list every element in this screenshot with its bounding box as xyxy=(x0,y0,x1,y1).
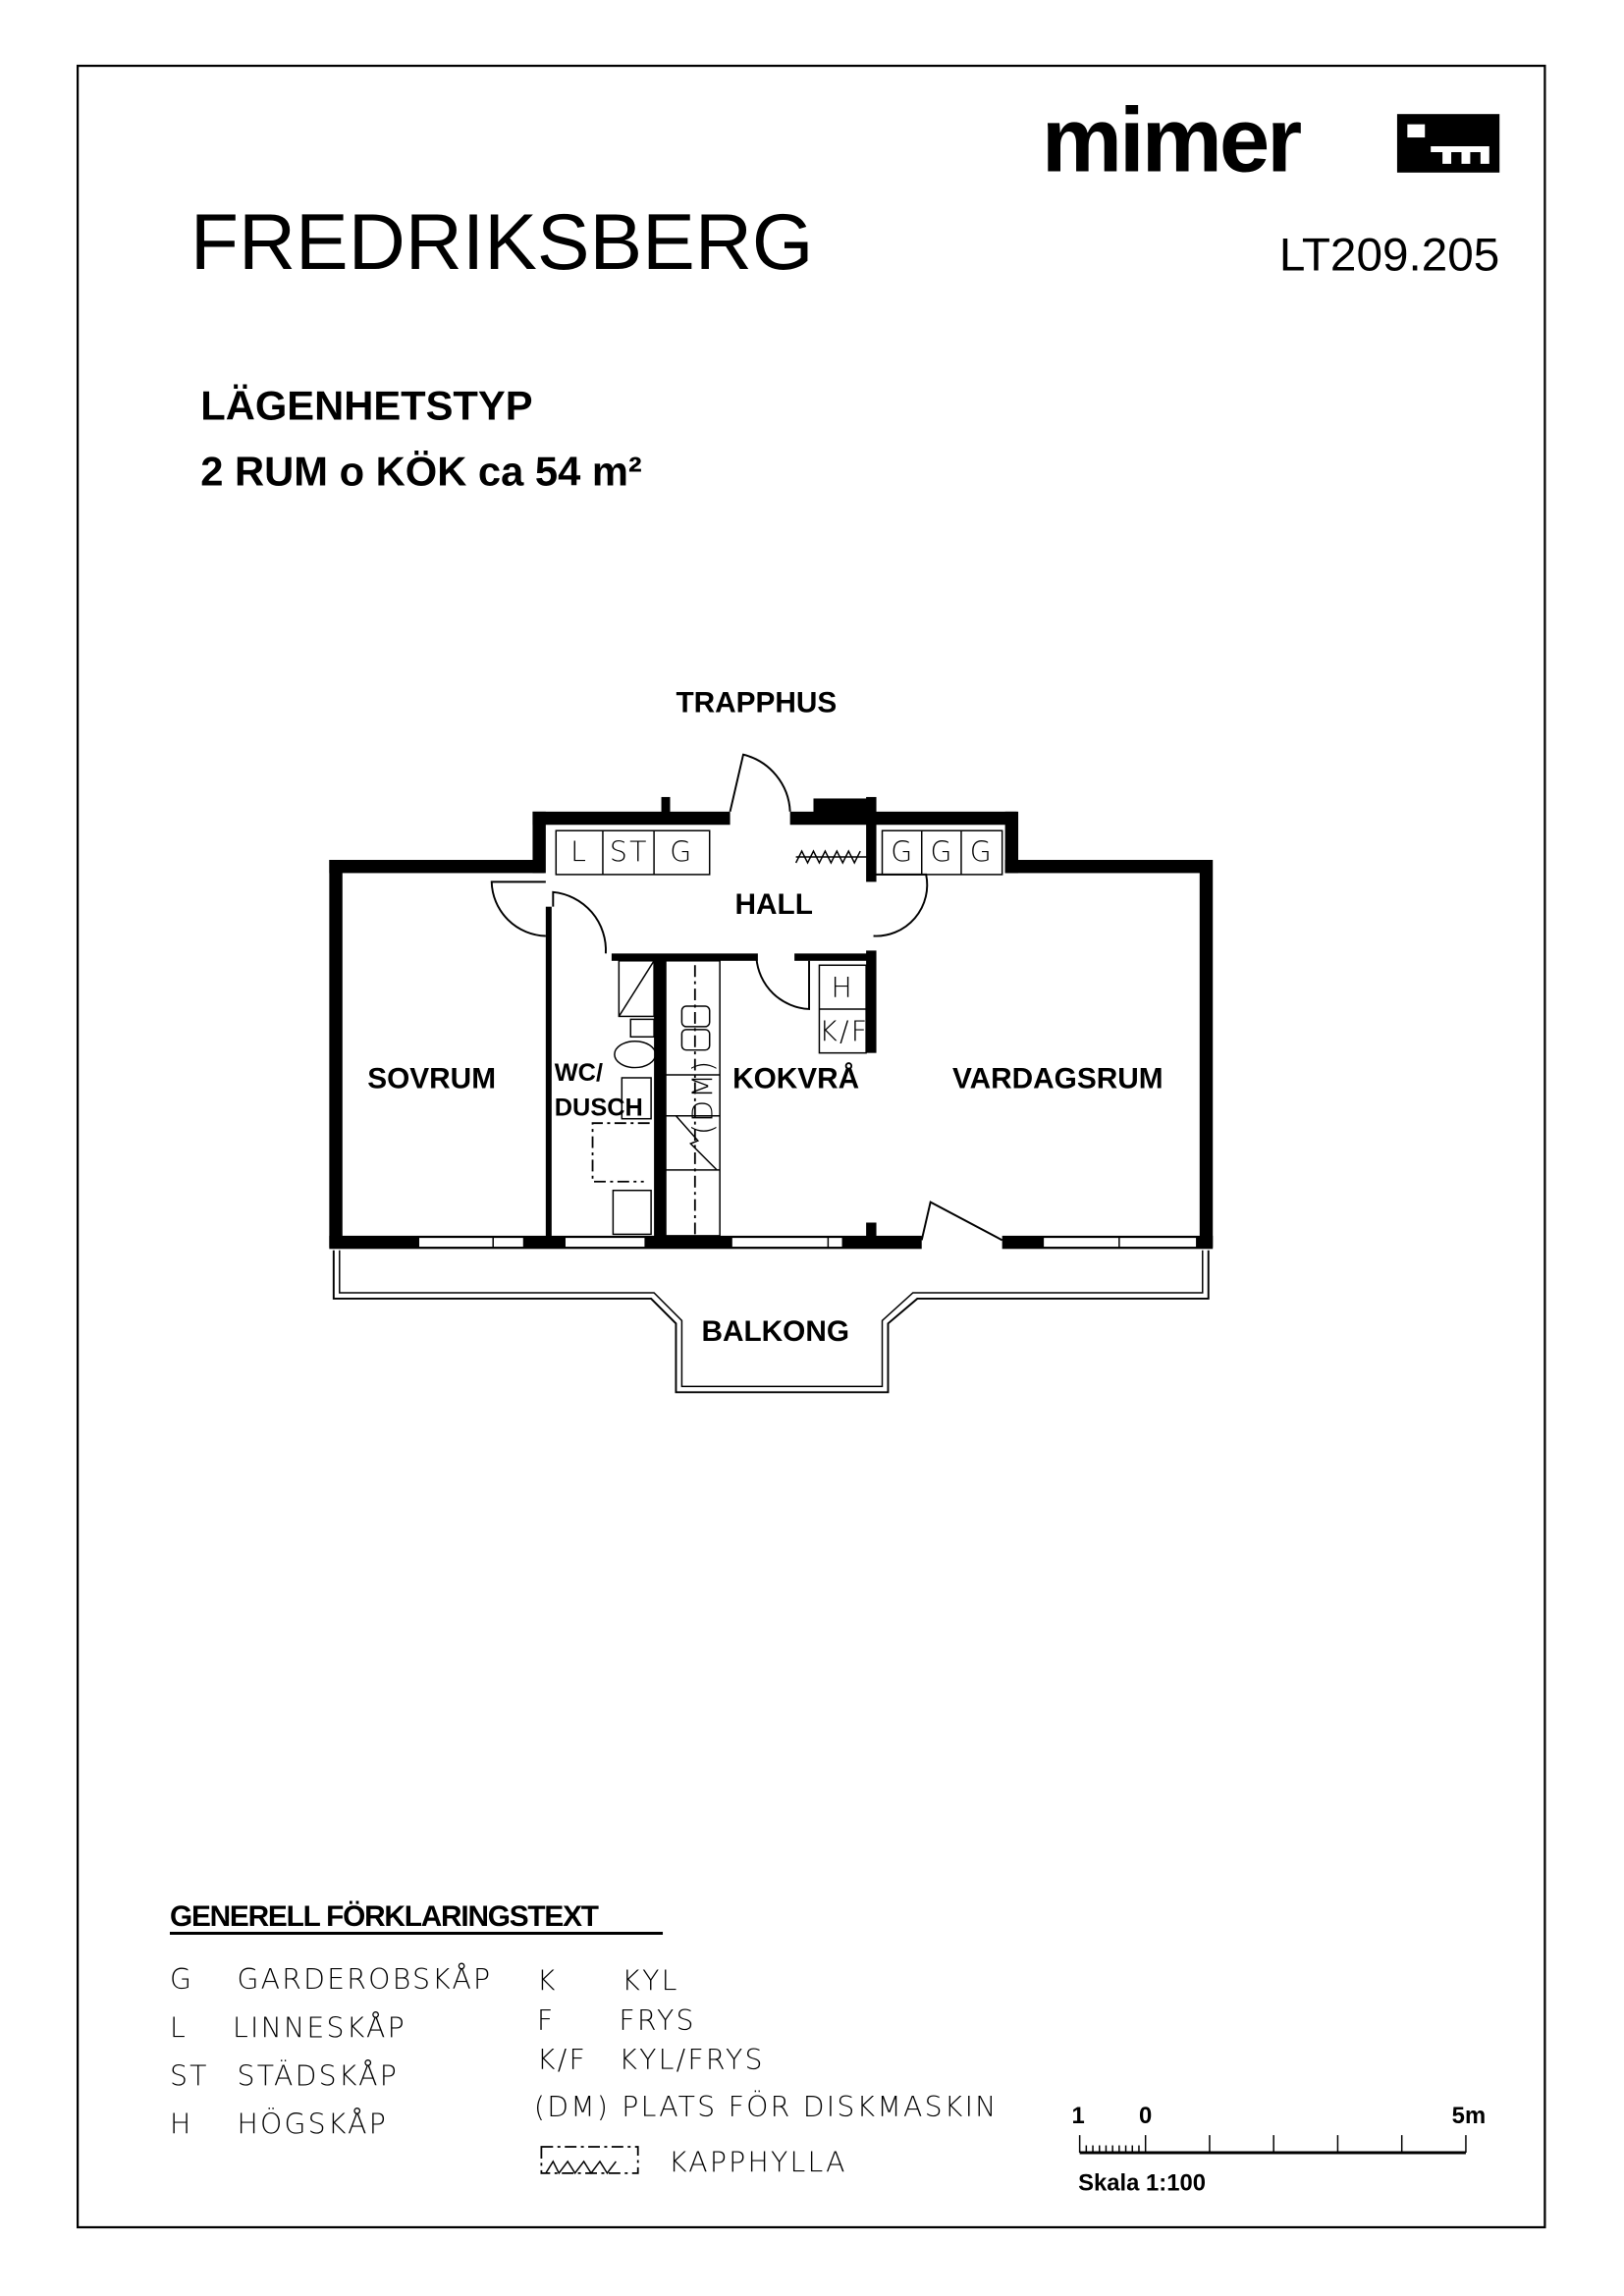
legend-code: F xyxy=(537,2004,556,2037)
kitchen-door-swing xyxy=(755,957,810,1010)
legend-text: KAPPHYLLA xyxy=(669,2146,847,2178)
scale-ticks xyxy=(1078,2135,1467,2153)
legend-code: K/F xyxy=(537,2044,587,2076)
legend-text: FRYS xyxy=(619,2004,695,2037)
living-door-swing xyxy=(873,873,929,937)
cabinet-label: H xyxy=(832,972,855,1004)
legend-code: H xyxy=(170,2109,193,2141)
balcony-outline xyxy=(332,1250,1210,1394)
entrance-door-swing xyxy=(729,753,791,813)
area-name: FREDRIKSBERG xyxy=(190,198,814,287)
cabinet-label: G xyxy=(891,835,914,868)
scale-label: 1 xyxy=(1072,2103,1085,2129)
scale-caption: Skala 1:100 xyxy=(1078,2170,1206,2197)
sink-icon xyxy=(621,1077,652,1120)
sheet-border xyxy=(76,64,1546,2229)
doors xyxy=(490,753,1003,1242)
cabinets-left: L ST G xyxy=(555,829,711,876)
toilet-icon xyxy=(614,1040,657,1069)
floor-plan: TRAPPHUS xyxy=(329,687,1214,1394)
legend-text: GARDEROBSKÅP xyxy=(238,1962,493,1996)
scale-label: 5m xyxy=(1452,2103,1486,2129)
scale-label: 0 xyxy=(1139,2103,1152,2129)
room-wc-line2: DUSCH xyxy=(555,1095,643,1122)
legend-code: ST xyxy=(170,2059,209,2092)
balcony-door-swing xyxy=(920,1201,1003,1242)
legend-text: LINNESKÅP xyxy=(233,2010,406,2044)
cabinet-label: G xyxy=(931,835,954,868)
legend-right-column: K KYL F FRYS K/F KYL/FRYS (DM) PLATS FÖR… xyxy=(534,1965,998,2179)
room-kokvra: KOKVRÅ xyxy=(732,1062,859,1095)
cabinets-right: G G G xyxy=(794,829,1003,876)
bathroom-fixtures xyxy=(591,960,657,1236)
apartment-type-description: 2 RUM o KÖK ca 54 m² xyxy=(200,449,642,495)
drawing-code: LT209.205 xyxy=(1279,230,1499,282)
legend-code: K xyxy=(537,1965,558,1998)
legend-text: HÖGSKÅP xyxy=(238,2108,389,2141)
apartment-type-heading: LÄGENHETSTYP xyxy=(200,383,532,429)
kitchen-cabinets: H K/F xyxy=(818,964,869,1054)
room-vardagsrum: VARDAGSRUM xyxy=(952,1062,1164,1095)
cabinet-label: G xyxy=(670,835,693,868)
room-sovrum: SOVRUM xyxy=(367,1062,496,1095)
walls xyxy=(329,796,1214,1250)
room-balkong: BALKONG xyxy=(701,1315,849,1348)
legend-left-column: G GARDEROBSKÅP L LINNESKÅP ST STÄDSKÅP H… xyxy=(170,1962,493,2141)
cabinet-label: ST xyxy=(610,835,649,868)
bathroom-door-swing xyxy=(552,890,607,954)
legend-code: G xyxy=(170,1963,193,1996)
legend-text: PLATS FÖR DISKMASKIN xyxy=(622,2090,998,2123)
legend-code: (DM) xyxy=(534,2091,610,2123)
logo-text: mimer xyxy=(1042,88,1301,190)
scale-bar: 1 0 5m Skala 1:100 xyxy=(1072,2103,1487,2197)
cabinet-label: K/F xyxy=(819,1016,869,1048)
mimer-logo: mimer xyxy=(1042,88,1500,190)
kapphylla-icon xyxy=(540,2146,639,2175)
legend-text: KYL/FRYS xyxy=(619,2044,764,2076)
legend-text: STÄDSKÅP xyxy=(238,2058,400,2092)
legend-text: KYL xyxy=(622,1965,678,1998)
legend-code: L xyxy=(170,2011,188,2044)
house-icon xyxy=(1396,114,1500,173)
windows xyxy=(417,1236,1198,1249)
dm-label: (DM) xyxy=(687,1059,720,1135)
kapphylla-symbol xyxy=(794,849,870,865)
label-trapphus: TRAPPHUS xyxy=(676,687,837,720)
room-wc-line1: WC/ xyxy=(555,1059,603,1087)
legend: GENERELL FÖRKLARINGSTEXT G GARDEROBSKÅP … xyxy=(169,1900,998,2179)
legend-title: GENERELL FÖRKLARINGSTEXT xyxy=(170,1900,599,1933)
kitchen-counter: (DM) xyxy=(665,960,721,1237)
cabinet-label: G xyxy=(970,835,994,868)
cabinet-label: L xyxy=(570,835,588,868)
bedroom-door-swing xyxy=(490,881,546,937)
shower-area xyxy=(591,1122,650,1183)
room-labels: HALL SOVRUM WC/ DUSCH KOKVRÅ VARDAGSRUM … xyxy=(367,888,1163,1348)
room-hall: HALL xyxy=(735,888,813,921)
